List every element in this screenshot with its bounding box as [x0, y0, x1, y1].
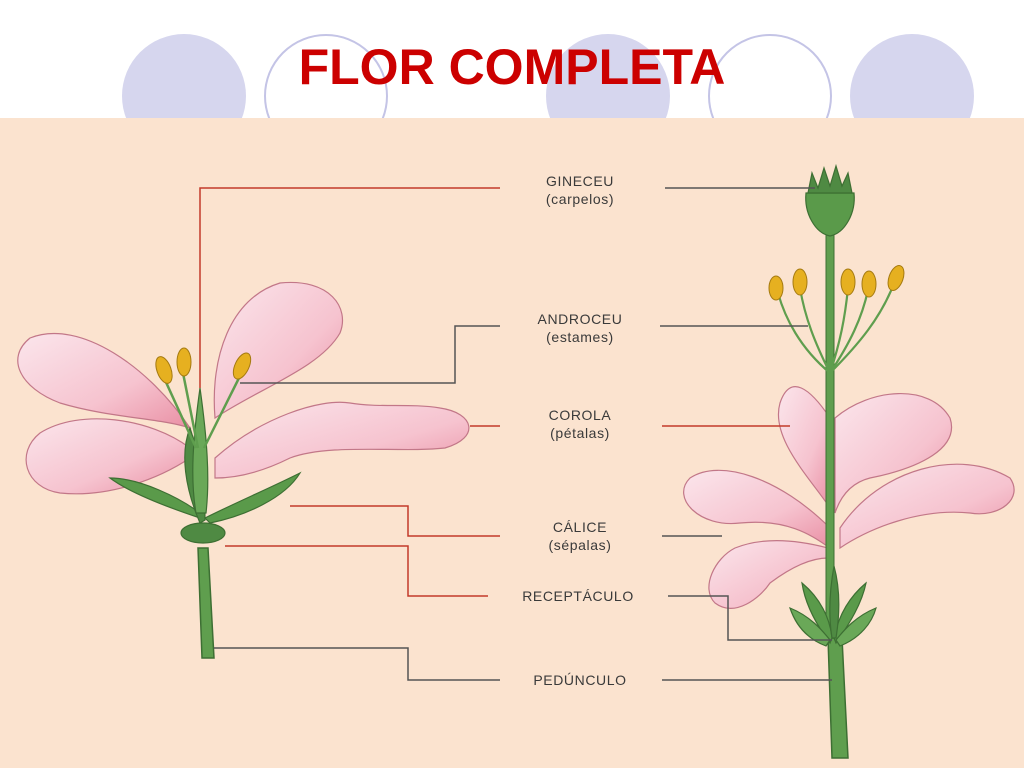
- right-stamens: [768, 265, 905, 374]
- label-receptaculo: RECEPTÁCULO: [522, 588, 634, 604]
- page-title: FLOR COMPLETA: [298, 39, 726, 95]
- label-calice: CÁLICE: [553, 519, 607, 535]
- left-anther: [176, 347, 192, 377]
- right-anther: [861, 270, 877, 298]
- right-peduncle: [827, 637, 849, 759]
- left-sepal: [108, 477, 201, 519]
- left-anther: [232, 352, 252, 380]
- label-androceu-sub: (estames): [546, 329, 614, 345]
- right-flower: [683, 163, 1015, 759]
- right-anther: [792, 268, 808, 296]
- label-corola-sub: (pétalas): [550, 425, 610, 441]
- right-petal: [708, 539, 829, 609]
- left-anther: [155, 356, 173, 384]
- left-stamen-filament: [202, 375, 242, 449]
- left-petal: [25, 418, 191, 495]
- leader-lines: [199, 187, 832, 681]
- left-receptacle: [180, 522, 226, 544]
- label-gineceu-sub: (carpelos): [546, 191, 614, 207]
- label-calice-sub: (sépalas): [549, 537, 612, 553]
- left-petal: [214, 401, 470, 479]
- left-gynoecium: [192, 387, 209, 514]
- right-petal: [839, 463, 1015, 550]
- left-stamen-filament: [181, 372, 200, 449]
- left-sepal: [203, 471, 302, 524]
- flower-diagram-panel: GINECEU (carpelos) ANDROCEU (estames) CO…: [0, 118, 1024, 768]
- right-petal: [834, 393, 953, 514]
- left-flower: [17, 281, 470, 659]
- label-androceu: ANDROCEU: [538, 311, 623, 327]
- right-gynoecium: [805, 163, 855, 237]
- right-petal: [683, 469, 831, 550]
- right-petal: [777, 386, 831, 510]
- right-calyx: [789, 565, 877, 647]
- left-peduncle: [197, 547, 215, 659]
- right-anther: [768, 275, 784, 301]
- left-petal: [213, 281, 344, 420]
- part-labels: GINECEU (carpelos) ANDROCEU (estames) CO…: [522, 173, 634, 688]
- label-corola: COROLA: [549, 407, 612, 423]
- label-pedunculo: PEDÚNCULO: [533, 672, 626, 688]
- label-gineceu: GINECEU: [546, 173, 614, 189]
- right-anther: [840, 268, 856, 296]
- flower-diagram: GINECEU (carpelos) ANDROCEU (estames) CO…: [17, 163, 1015, 759]
- right-anther: [887, 265, 905, 291]
- left-stamen-filament: [163, 379, 198, 449]
- left-petal: [17, 332, 192, 430]
